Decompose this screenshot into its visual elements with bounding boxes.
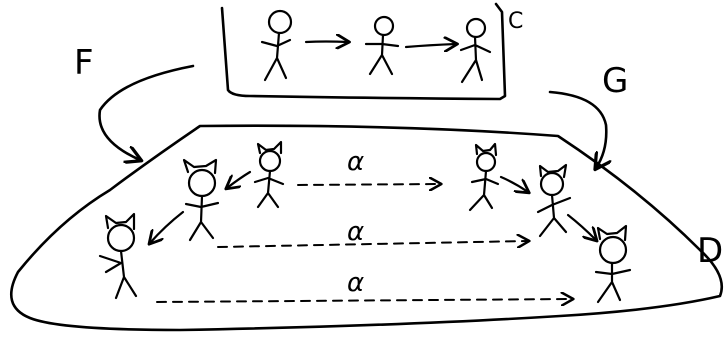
alpha-arrow-1 bbox=[297, 184, 440, 185]
functor-f-arrow bbox=[98, 64, 195, 160]
cat-figure-g3 bbox=[594, 224, 632, 304]
cat-figure-f1 bbox=[253, 140, 285, 209]
category-d-label: D bbox=[697, 231, 723, 271]
d-arrow-g2 bbox=[566, 213, 596, 240]
functor-f-label: F bbox=[74, 43, 94, 83]
stick-figure-c1 bbox=[260, 9, 293, 82]
category-d-boundary bbox=[9, 124, 724, 332]
stick-figure-c3 bbox=[459, 17, 492, 84]
alpha-label-1: α bbox=[347, 147, 364, 177]
c-arrow-2 bbox=[404, 44, 456, 47]
d-arrow-g1 bbox=[499, 175, 528, 192]
cat-figure-g1 bbox=[468, 142, 500, 212]
alpha-label-2: α bbox=[347, 217, 364, 247]
d-arrow-f1 bbox=[227, 170, 252, 188]
cat-figure-g2 bbox=[536, 163, 572, 238]
alpha-arrow-3 bbox=[156, 299, 572, 302]
alpha-component-3: α bbox=[156, 268, 572, 302]
functor-g: G bbox=[548, 61, 628, 168]
functor-f: F bbox=[74, 43, 195, 160]
category-c: C bbox=[220, 2, 523, 101]
category-c-box bbox=[220, 2, 507, 101]
d-arrow-f2 bbox=[150, 210, 185, 243]
category-d: D bbox=[9, 124, 724, 332]
alpha-component-2: α bbox=[217, 217, 528, 247]
cat-figure-f3 bbox=[98, 212, 138, 300]
c-arrow-1 bbox=[304, 42, 348, 43]
functor-g-label: G bbox=[602, 61, 628, 101]
alpha-component-1: α bbox=[297, 147, 440, 185]
alpha-label-3: α bbox=[347, 268, 364, 298]
alpha-arrow-2 bbox=[217, 241, 528, 247]
cat-figure-f2 bbox=[182, 158, 220, 242]
functor-g-arrow bbox=[548, 90, 606, 168]
category-c-label: C bbox=[508, 9, 523, 34]
stick-figure-c2 bbox=[364, 15, 400, 76]
